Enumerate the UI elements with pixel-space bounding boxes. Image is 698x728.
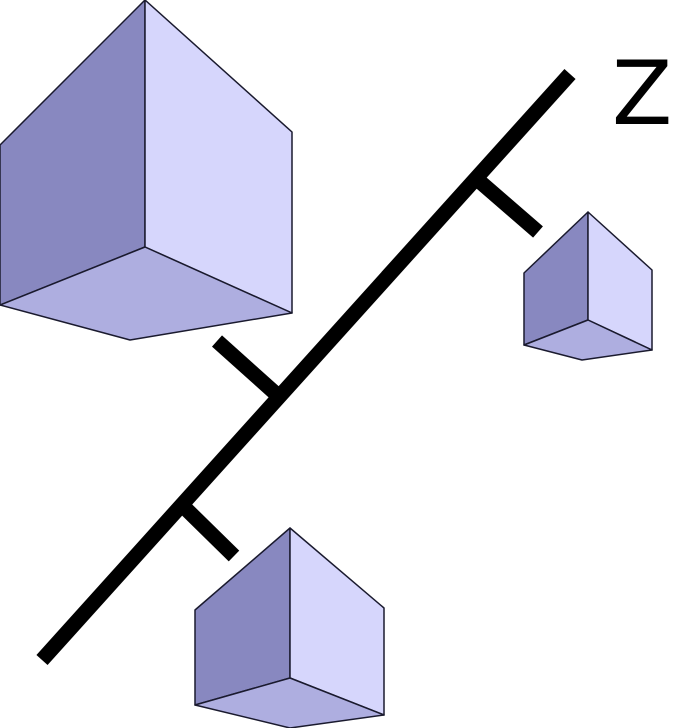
medium-cube-bottom-face <box>194 677 385 728</box>
medium-cube <box>194 527 385 728</box>
large-cube <box>0 0 293 341</box>
small-cube <box>523 211 653 361</box>
z-axis-line <box>36 68 576 666</box>
z-axis-tick-upper <box>473 174 543 238</box>
medium-cube-left-face <box>194 527 291 706</box>
z-axis-label: Z <box>612 42 672 145</box>
z-axis: Z <box>36 42 672 666</box>
large-cube-bottom-face <box>0 246 293 341</box>
z-axis-tick-middle <box>211 335 281 399</box>
small-cube-bottom-face <box>523 319 653 361</box>
z-axis-tick-lower <box>174 497 240 562</box>
